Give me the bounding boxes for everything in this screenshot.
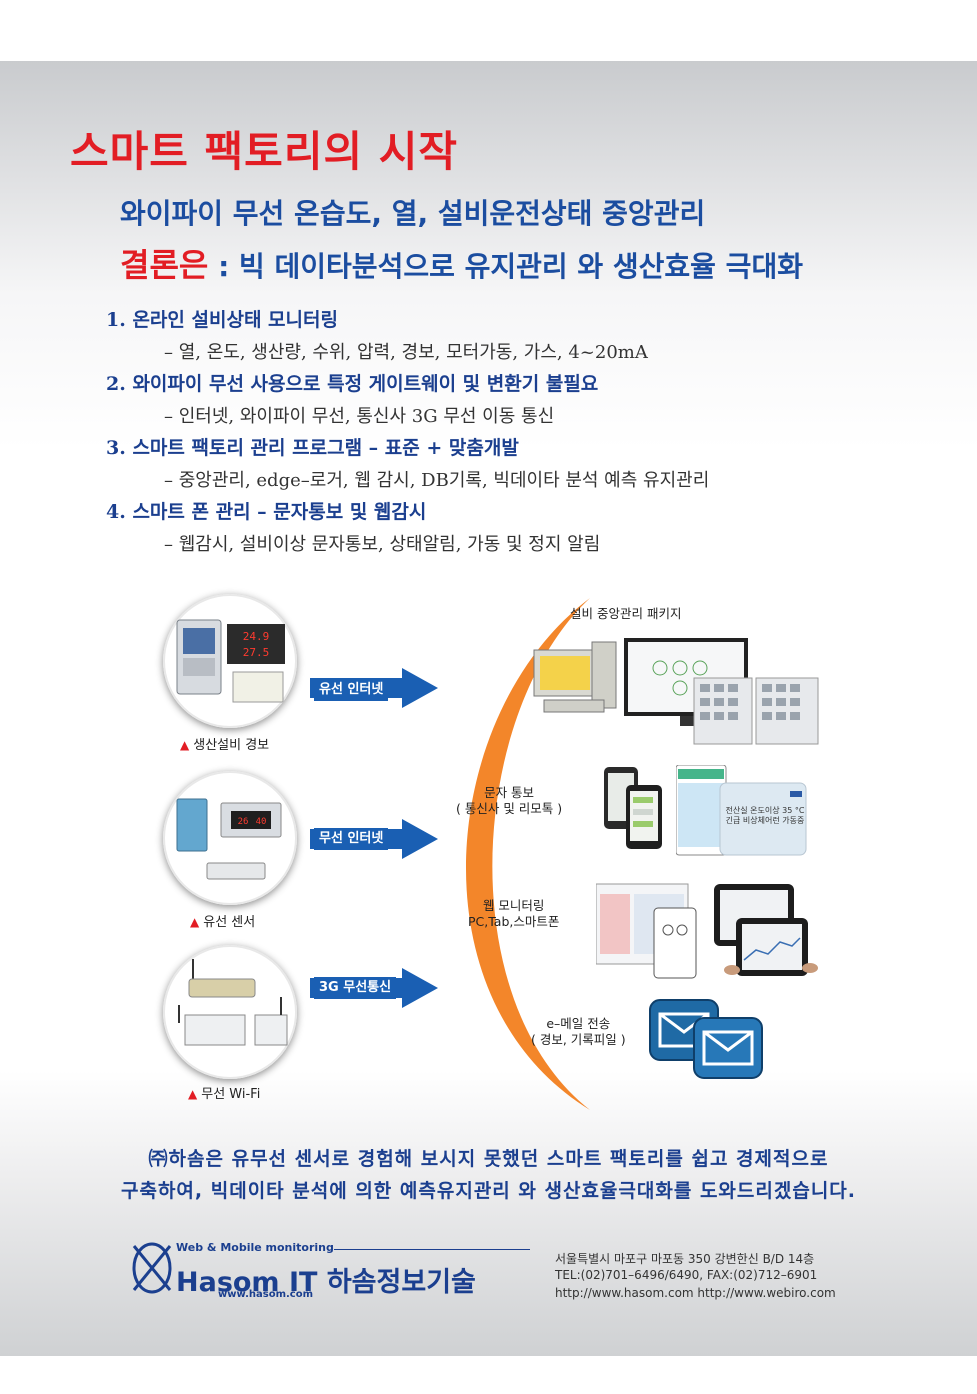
feature-4-title: 4. 스마트 폰 관리 – 문자통보 및 웹감시 — [106, 501, 427, 523]
hasom-logo-icon — [132, 1242, 172, 1294]
production-equipment-image: 24.9 27.5 — [163, 594, 297, 728]
sms-screen-image — [676, 765, 807, 856]
feature-3-detail: – 중앙관리, edge–로거, 웹 감시, DB기록, 빅데이타 분석 예측 … — [164, 470, 710, 491]
panel-2-top-value: 26 — [238, 817, 249, 827]
caption-wireless-wifi: ▲무선 Wi-Fi — [188, 1087, 261, 1102]
conclusion-label: 결론은 — [120, 246, 209, 284]
web-monitoring-screens — [596, 883, 818, 979]
headline-conclusion: 결론은 : 빅 데이타분석으로 유지관리 와 생산효율 극대화 — [120, 240, 803, 286]
footer-tagline: Web & Mobile monitoring — [176, 1241, 334, 1254]
company-brand: Hasom IT 하솜정보기술 — [176, 1267, 476, 1298]
network-arc — [465, 598, 590, 1110]
panel-2-bottom-value: 40 — [256, 817, 267, 827]
smartphone-sms-icon — [604, 767, 662, 849]
label-wired-internet: 유선 인터넷 — [314, 679, 389, 701]
company-phone: TEL:(02)701–6496/6490, FAX:(02)712–6901 — [555, 1268, 818, 1282]
production-equipment-icon: 24.9 27.5 — [176, 619, 285, 703]
sms-message-text: 전산실 온도이상 35 °C 긴급 비상체어런 가동중 — [725, 806, 805, 825]
closing-statement: ㈜하솜은 유무선 센서로 경험해 보시지 못했던 스마트 팩토리를 쉽고 경제적… — [0, 1143, 977, 1207]
caption-production-alarm: ▲생산설비 경보 — [180, 738, 270, 753]
company-address: 서울특별시 마포구 마포동 350 강변한신 B/D 14층 — [555, 1252, 815, 1266]
feature-1-detail: – 열, 온도, 생산량, 수위, 압력, 경보, 모터가동, 가스, 4~20… — [164, 342, 648, 363]
wifi-device-image — [163, 945, 297, 1079]
email-icon — [649, 999, 763, 1079]
feature-2-detail: – 인터넷, 와이파이 무선, 통신사 3G 무선 이동 통신 — [164, 406, 555, 427]
headline-primary: 와이파이 무선 온습도, 열, 설비운전상태 중앙관리 — [120, 197, 706, 230]
closing-line-1: ㈜하솜은 유무선 센서로 경험해 보시지 못했던 스마트 팩토리를 쉽고 경제적… — [148, 1148, 829, 1170]
conclusion-text: : 빅 데이타분석으로 유지관리 와 생산효율 극대화 — [208, 250, 803, 283]
closing-line-2: 구축하여, 빅데이타 분석에 의한 예측유지관리 와 생산효율극대화를 도와드리… — [120, 1180, 857, 1202]
feature-3-title: 3. 스마트 팩토리 관리 프로그램 – 표준 + 맞춤개발 — [106, 437, 519, 459]
central-management-screens — [533, 638, 819, 745]
company-urls: http://www.hasom.com http://www.webiro.c… — [555, 1286, 836, 1300]
label-3g-wireless: 3G 무선통신 — [314, 977, 397, 999]
package-title: 설비 중앙관리 패키지 — [570, 606, 682, 621]
label-wireless-internet: 무선 인터넷 — [314, 828, 389, 850]
footer-divider — [334, 1249, 530, 1250]
feature-4-detail: – 웹감시, 설비이상 문자통보, 상태알림, 가동 및 정지 알림 — [164, 534, 601, 555]
company-website: www.hasom.com — [218, 1289, 313, 1300]
panel-1-top-value: 24.9 — [243, 630, 270, 643]
page-title: 스마트 팩토리의 시작 — [70, 127, 459, 176]
email-send-label: e–메일 전송( 경보, 기록피일 ) — [531, 1016, 626, 1047]
wired-sensor-icon: 26 40 — [176, 798, 282, 880]
wifi-device-icon — [178, 959, 288, 1046]
caption-wired-sensor: ▲유선 센서 — [190, 915, 256, 930]
feature-1-title: 1. 온라인 설비상태 모니터링 — [106, 309, 338, 331]
panel-1-bottom-value: 27.5 — [243, 646, 270, 659]
feature-2-title: 2. 와이파이 무선 사용으로 특정 게이트웨이 및 변환기 불필요 — [106, 373, 599, 395]
wired-sensor-image: 26 40 — [163, 771, 297, 905]
sms-notify-label: 문자 통보( 통신사 및 리모톡 ) — [456, 785, 563, 816]
